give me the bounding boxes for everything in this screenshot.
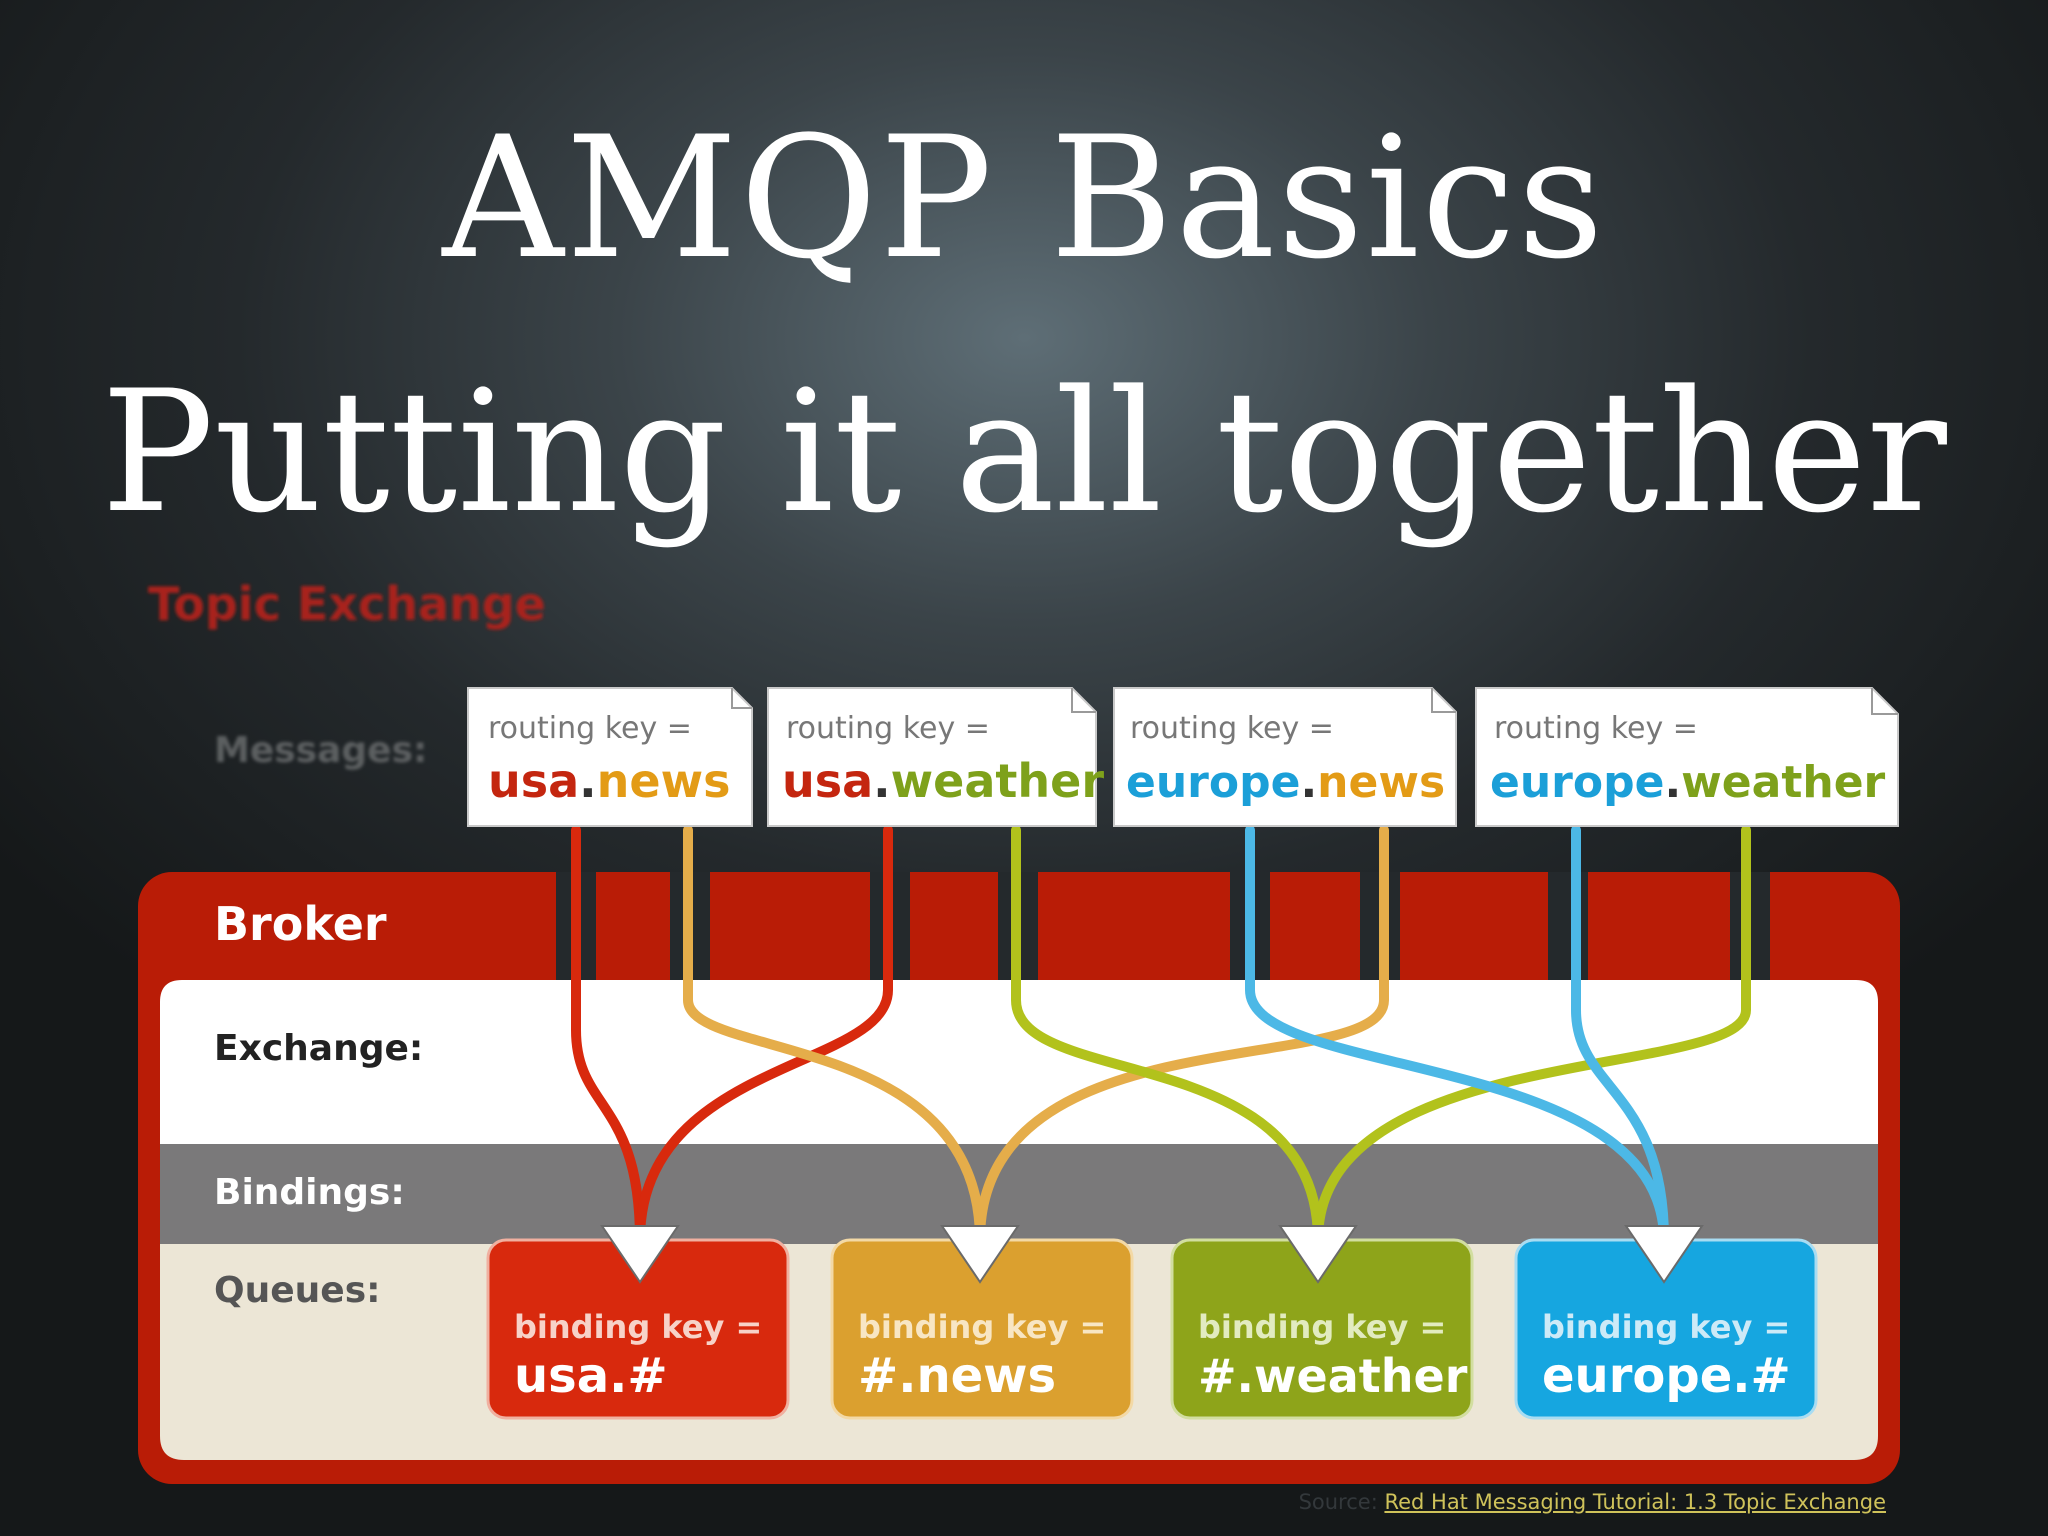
route-europe-weather-to-weather: [1313, 825, 1751, 1245]
routing-lines: [571, 825, 1751, 1245]
queue-binding-key: europe.#: [1542, 1348, 1791, 1404]
arrow-down-icon: [1278, 1225, 1358, 1284]
message-key-part2: weather: [891, 754, 1105, 808]
bindings-band: [160, 1144, 1878, 1244]
message-routing-key-prefix: routing key =: [488, 711, 692, 746]
message-card: routing key = europe.weather: [1475, 687, 1899, 827]
message-key-dot: .: [579, 754, 596, 808]
broker-label: Broker: [214, 897, 387, 951]
route-usa-weather-to-usa: [635, 825, 893, 1245]
message-key-dot: .: [1664, 757, 1681, 808]
slide-title: AMQP Basics: [442, 100, 1606, 296]
message-key-part1: europe: [1126, 757, 1300, 808]
arrow-down-icon: [940, 1225, 1020, 1284]
svg-text:europe.news: europe.news: [1126, 757, 1445, 808]
queues-label: Queues:: [214, 1270, 381, 1311]
queue-box: binding key = #.news: [830, 1238, 1134, 1420]
queue-binding-key: #.weather: [1198, 1349, 1468, 1403]
route-usa-weather-to-weather: [1011, 825, 1323, 1245]
queue-binding-key-prefix: binding key =: [1542, 1308, 1790, 1346]
route-europe-news-to-europe: [1245, 825, 1669, 1245]
message-routing-key-prefix: routing key =: [786, 711, 990, 746]
message-key-part1: usa: [488, 754, 579, 808]
message-key-part2: news: [1317, 757, 1445, 808]
route-europe-news-to-news: [975, 825, 1389, 1245]
queue-binding-key-prefix: binding key =: [858, 1308, 1106, 1346]
queue-binding-key-prefix: binding key =: [514, 1308, 762, 1346]
route-usa-news-to-news: [683, 825, 985, 1245]
queue-arrows: [600, 1225, 1704, 1284]
queue-box: binding key = #.weather: [1170, 1238, 1474, 1420]
message-key-dot: .: [1300, 757, 1317, 808]
message-key-part1: europe: [1490, 757, 1664, 808]
message-routing-key-prefix: routing key =: [1494, 711, 1698, 746]
bindings-label: Bindings:: [214, 1172, 405, 1213]
message-key-part2: news: [597, 754, 731, 808]
source-label: Source:: [1298, 1490, 1378, 1514]
messages-label: Messages:: [214, 730, 427, 771]
message-card: routing key = usa.weather: [767, 687, 1104, 827]
message-card: routing key = europe.news: [1113, 687, 1457, 827]
message-routing-key-prefix: routing key =: [1130, 711, 1334, 746]
queue-binding-key-prefix: binding key =: [1198, 1308, 1446, 1346]
arrow-down-icon: [1624, 1225, 1704, 1284]
arrow-down-icon: [600, 1225, 680, 1284]
diagram-heading: Topic Exchange: [148, 577, 546, 631]
source-citation: Source: Red Hat Messaging Tutorial: 1.3 …: [1299, 1490, 1886, 1514]
svg-text:europe.weather: europe.weather: [1490, 757, 1886, 808]
queue-binding-key: usa.#: [514, 1348, 668, 1404]
queue-box: binding key = europe.#: [1514, 1238, 1818, 1420]
message-card: routing key = usa.news: [467, 687, 753, 827]
exchange-label: Exchange:: [214, 1028, 423, 1069]
svg-text:usa.news: usa.news: [488, 754, 730, 808]
message-key-dot: .: [873, 754, 890, 808]
queue-box: binding key = usa.#: [486, 1238, 790, 1420]
queue-binding-key: #.news: [858, 1348, 1056, 1404]
message-key-part1: usa: [782, 754, 873, 808]
message-key-part2: weather: [1681, 757, 1885, 808]
route-europe-weather-to-europe: [1571, 825, 1669, 1245]
route-usa-news-to-usa: [571, 825, 645, 1245]
svg-text:usa.weather: usa.weather: [782, 754, 1104, 808]
source-link[interactable]: Red Hat Messaging Tutorial: 1.3 Topic Ex…: [1384, 1490, 1886, 1514]
slide-subtitle: Putting it all together: [101, 354, 1947, 550]
